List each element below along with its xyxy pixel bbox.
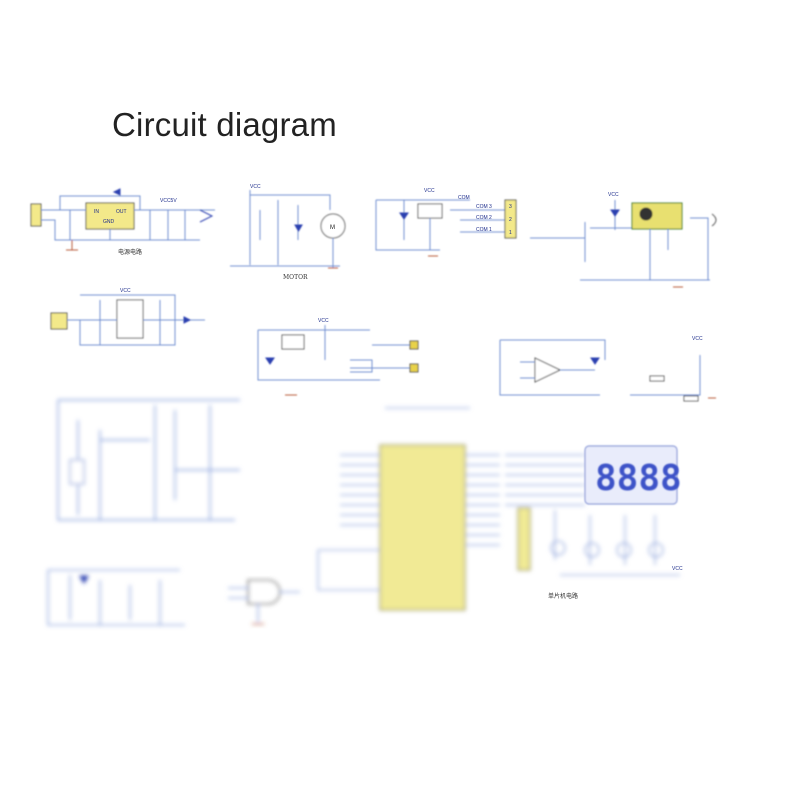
regulator-out-label: OUT — [116, 209, 127, 215]
page-title: Circuit diagram — [112, 106, 337, 143]
relay-pin-1: 1 — [509, 230, 512, 236]
sensor-module-1-schematic — [50, 294, 205, 346]
mcu-caption: 单片机电路 — [548, 592, 578, 600]
motor-m-label: M — [330, 225, 335, 231]
mcu-schematic — [317, 407, 680, 611]
sensor-module-2-schematic — [257, 325, 419, 396]
sensor-1-vcc-label: VCC — [120, 288, 131, 294]
relay-pin-3: 3 — [509, 204, 512, 210]
motor-driver-schematic — [230, 190, 346, 269]
motor-vcc-label: VCC — [250, 184, 261, 190]
buzzer-schematic — [530, 200, 717, 288]
sensor-2-vcc-label: VCC — [318, 318, 329, 324]
power-caption: 电源电路 — [118, 248, 142, 256]
relay-com3-label: COM 3 — [476, 204, 492, 210]
opamp-vcc-label: VCC — [692, 336, 703, 342]
relay-vcc-label: VCC — [424, 188, 435, 194]
display-digits: 8888 — [595, 458, 682, 499]
regulator-gnd-label: GND — [103, 219, 115, 225]
sensor-module-1-connector — [50, 312, 68, 330]
mcu-vcc-label: VCC — [672, 566, 683, 572]
bottom-left-schematic — [47, 569, 185, 626]
power-vcc-label: VCC5V — [160, 198, 177, 204]
motor-caption: MOTOR — [283, 274, 308, 281]
voltage-regulator — [85, 202, 135, 230]
sensor-module-2-chip — [281, 334, 305, 350]
sensor-module-1-ic — [116, 299, 144, 339]
mcu-chip — [379, 444, 466, 611]
opamp-schematic — [499, 339, 716, 402]
logic-gate-schematic — [228, 579, 300, 625]
regulator-in-label: IN — [94, 209, 99, 215]
relay-com2-label: COM 2 — [476, 215, 492, 221]
left-lower-schematic — [57, 399, 240, 521]
relay-com-label: COM — [458, 195, 470, 201]
relay-coil — [417, 203, 443, 219]
power-input-connector — [30, 203, 42, 227]
relay-schematic — [375, 199, 517, 257]
sound-module-board — [631, 202, 683, 230]
buzzer-vcc-label: VCC — [608, 192, 619, 198]
relay-output-connector — [504, 199, 517, 239]
opamp-triangle — [534, 357, 562, 383]
relay-pin-2: 2 — [509, 217, 512, 223]
relay-com1-label: COM 1 — [476, 227, 492, 233]
seven-segment-display — [584, 445, 678, 505]
power-supply-schematic — [30, 188, 215, 251]
